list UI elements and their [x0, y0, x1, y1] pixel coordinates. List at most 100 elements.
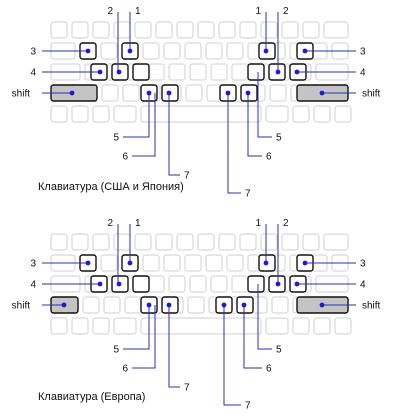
us-dot-3-left — [85, 48, 91, 54]
eu-leader-7-right — [223, 305, 241, 406]
caption-us-japan-keyboard: Клавиатура (США и Япония) — [38, 181, 184, 193]
eu-key — [134, 233, 152, 251]
eu-key — [92, 233, 110, 251]
eu-label-3-right: 3 — [360, 259, 366, 270]
us-leader-6-right — [247, 93, 262, 157]
us-label-4-left: 4 — [30, 68, 36, 79]
us-space-key — [140, 105, 262, 123]
eu-leader-5-right — [257, 284, 272, 350]
us-key — [184, 42, 202, 60]
eu-dot-4-left — [97, 281, 103, 287]
us-label-3-right: 3 — [360, 47, 366, 58]
eu-key-2-left-lower — [132, 275, 150, 293]
us-key — [92, 21, 110, 39]
eu-key — [100, 254, 118, 272]
keyboard-keys — [50, 21, 352, 335]
eu-key — [260, 233, 278, 251]
eu-key — [124, 296, 142, 314]
us-label-1-right: 1 — [255, 6, 261, 17]
us-key — [163, 42, 181, 60]
eu-dot-3-left — [85, 260, 91, 266]
eu-key — [82, 296, 100, 314]
eu-key — [184, 254, 202, 272]
us-key — [101, 84, 119, 102]
us-key — [50, 21, 68, 39]
eu-dot-1-right — [263, 260, 269, 266]
us-label-7-left: 7 — [184, 171, 190, 182]
eu-space-key — [140, 317, 262, 335]
us-key — [218, 21, 236, 39]
eu-key — [281, 233, 299, 251]
us-key — [100, 42, 118, 60]
eu-key — [50, 317, 68, 335]
eu-key — [189, 275, 207, 293]
us-label-1-left: 1 — [135, 6, 141, 17]
us-label-shift-right: shift — [362, 89, 381, 100]
callout-lines — [42, 12, 356, 406]
us-leader-7-right — [227, 93, 241, 194]
eu-key — [231, 275, 249, 293]
eu-key — [205, 254, 223, 272]
eu-key — [155, 233, 173, 251]
eu-key — [113, 233, 131, 251]
us-key — [92, 105, 110, 123]
eu-key — [103, 296, 121, 314]
eu-leader-2-left — [117, 224, 119, 285]
us-key — [176, 21, 194, 39]
eu-key — [163, 254, 181, 272]
eu-dot-1-left — [127, 260, 133, 266]
eu-dot-3-right — [302, 260, 308, 266]
eu-key — [218, 233, 236, 251]
us-key — [113, 21, 131, 39]
eu-label-6-left: 6 — [122, 364, 128, 375]
us-key — [50, 105, 68, 123]
eu-label-shift-right: shift — [362, 301, 381, 312]
eu-key — [142, 254, 160, 272]
eu-key — [50, 233, 68, 251]
eu-leader-6-right — [243, 305, 262, 369]
us-key — [323, 21, 349, 39]
us-label-5-right: 5 — [276, 133, 282, 144]
eu-key-4-right-a — [247, 275, 265, 293]
eu-dot-5-left — [146, 302, 152, 308]
eu-dot-shift-right — [319, 302, 325, 308]
eu-dot-6-right — [241, 302, 247, 308]
eu-label-5-left: 5 — [113, 345, 119, 356]
us-dot-shift-left — [69, 90, 75, 96]
us-key — [142, 42, 160, 60]
us-key — [71, 21, 89, 39]
us-key-4-right-a — [247, 63, 265, 81]
us-dot-7-right — [225, 90, 231, 96]
us-key — [205, 42, 223, 60]
us-label-3-left: 3 — [30, 47, 36, 58]
us-key — [292, 105, 310, 123]
eu-leader-7-left — [168, 305, 180, 388]
us-dot-2-right — [275, 69, 281, 75]
eu-label-7-left: 7 — [184, 383, 190, 394]
eu-key — [176, 233, 194, 251]
us-dot-6-right — [245, 90, 251, 96]
us-key — [210, 63, 228, 81]
eu-leader-5-left — [123, 305, 150, 350]
us-key — [168, 63, 186, 81]
us-key — [122, 84, 140, 102]
us-key — [113, 105, 137, 123]
eu-key — [147, 275, 165, 293]
eu-label-1-right: 1 — [255, 218, 261, 229]
us-key — [197, 21, 215, 39]
caption-europe-keyboard: Клавиатура (Европа) — [38, 391, 146, 403]
eu-label-7-right: 7 — [245, 401, 251, 412]
us-dot-shift-right — [319, 90, 325, 96]
us-label-6-right: 6 — [266, 152, 272, 163]
us-dot-5-left — [146, 90, 152, 96]
us-dot-4-right — [294, 69, 300, 75]
eu-key — [210, 275, 228, 293]
us-dot-1-left — [127, 48, 133, 54]
us-key — [134, 21, 152, 39]
eu-key — [265, 317, 289, 335]
us-key — [334, 105, 352, 123]
us-label-2-left: 2 — [107, 6, 113, 17]
us-dot-7-left — [166, 90, 172, 96]
